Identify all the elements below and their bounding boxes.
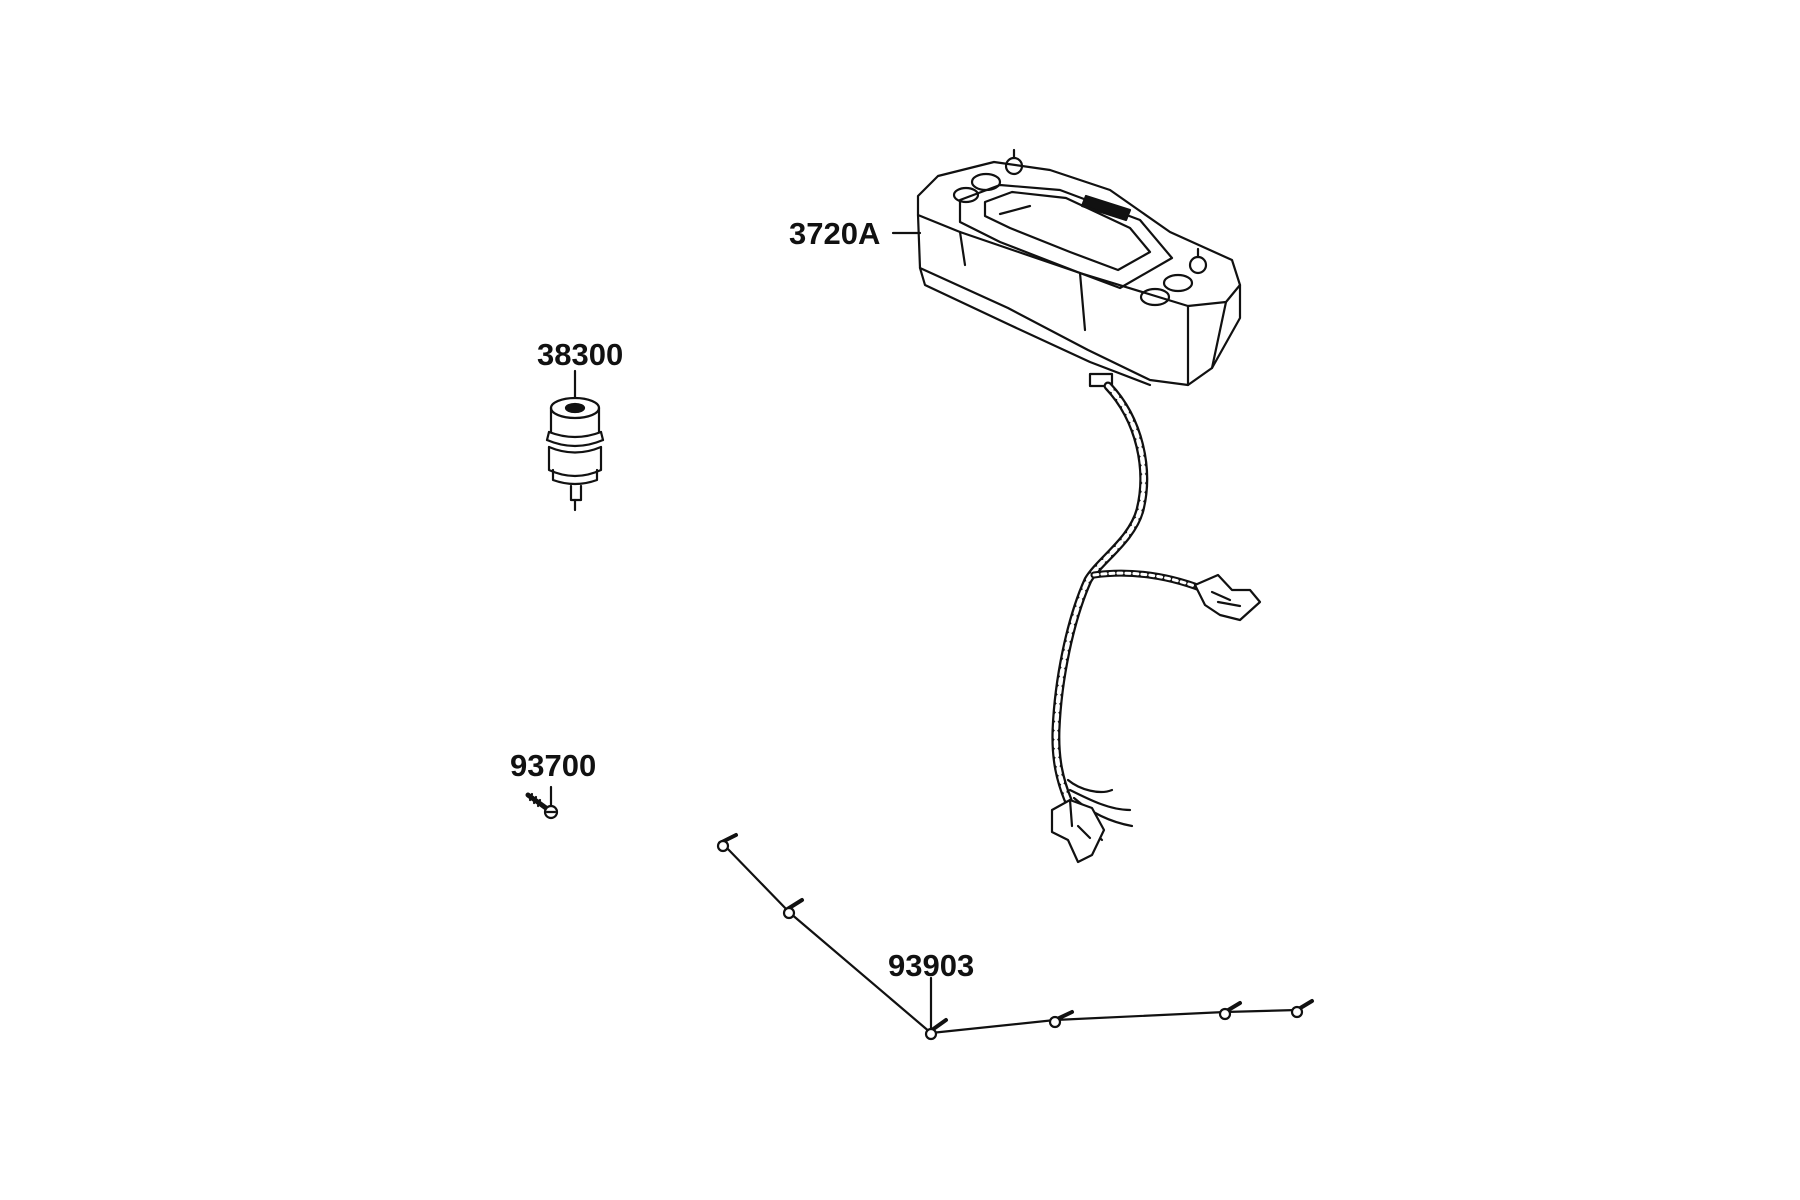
speedometer-meter-assembly-icon [891, 148, 1262, 864]
ignition-switch-icon [545, 369, 605, 512]
part-number-label: 93700 [510, 748, 597, 783]
part-number-label: 3720A [789, 216, 881, 251]
tapping-screw-set-icon [716, 833, 1314, 1041]
screw-icon [525, 785, 559, 820]
part-number-label: 93903 [888, 948, 975, 983]
part-number-label: 38300 [537, 337, 624, 372]
